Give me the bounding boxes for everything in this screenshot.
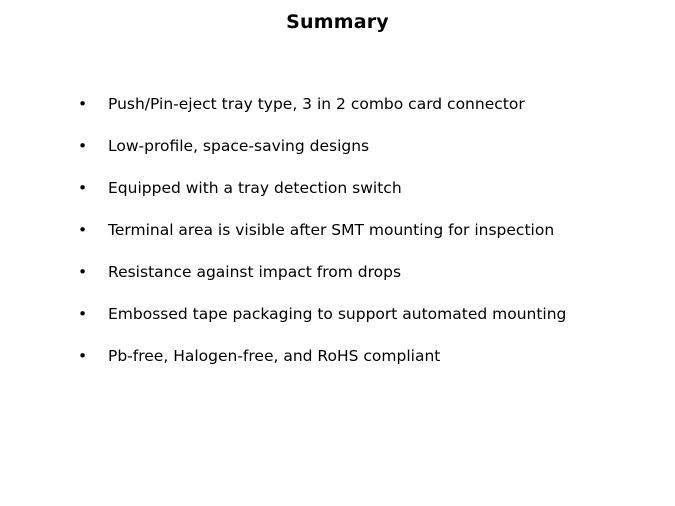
list-item: • Terminal area is visible after SMT mou… xyxy=(72,220,612,241)
bullet-point-icon: • xyxy=(78,95,88,113)
page-title: Summary xyxy=(286,11,389,33)
bullet-point-icon: • xyxy=(78,221,88,239)
list-item-label: Pb-free, Halogen-free, and RoHS complian… xyxy=(108,347,441,365)
list-item-label: Terminal area is visible after SMT mount… xyxy=(108,221,555,239)
list-item-label: Low-profile, space-saving designs xyxy=(108,137,370,155)
summary-bullet-list: • Push/Pin-eject tray type, 3 in 2 combo… xyxy=(72,94,612,367)
bullet-point-icon: • xyxy=(78,137,88,155)
list-item-label: Resistance against impact from drops xyxy=(108,263,402,281)
list-item: • Pb-free, Halogen-free, and RoHS compli… xyxy=(72,346,612,367)
list-item: • Push/Pin-eject tray type, 3 in 2 combo… xyxy=(72,94,612,115)
list-item-label: Push/Pin-eject tray type, 3 in 2 combo c… xyxy=(108,95,525,113)
list-item: • Equipped with a tray detection switch xyxy=(72,178,612,199)
bullet-point-icon: • xyxy=(78,347,88,365)
list-item: • Embossed tape packaging to support aut… xyxy=(72,304,612,325)
list-item-label: Embossed tape packaging to support autom… xyxy=(108,305,567,323)
bullet-point-icon: • xyxy=(78,179,88,197)
bullet-point-icon: • xyxy=(78,263,88,281)
list-item: • Resistance against impact from drops xyxy=(72,262,612,283)
bullet-point-icon: • xyxy=(78,305,88,323)
list-item-label: Equipped with a tray detection switch xyxy=(108,179,402,197)
list-item: • Low-profile, space-saving designs xyxy=(72,136,612,157)
